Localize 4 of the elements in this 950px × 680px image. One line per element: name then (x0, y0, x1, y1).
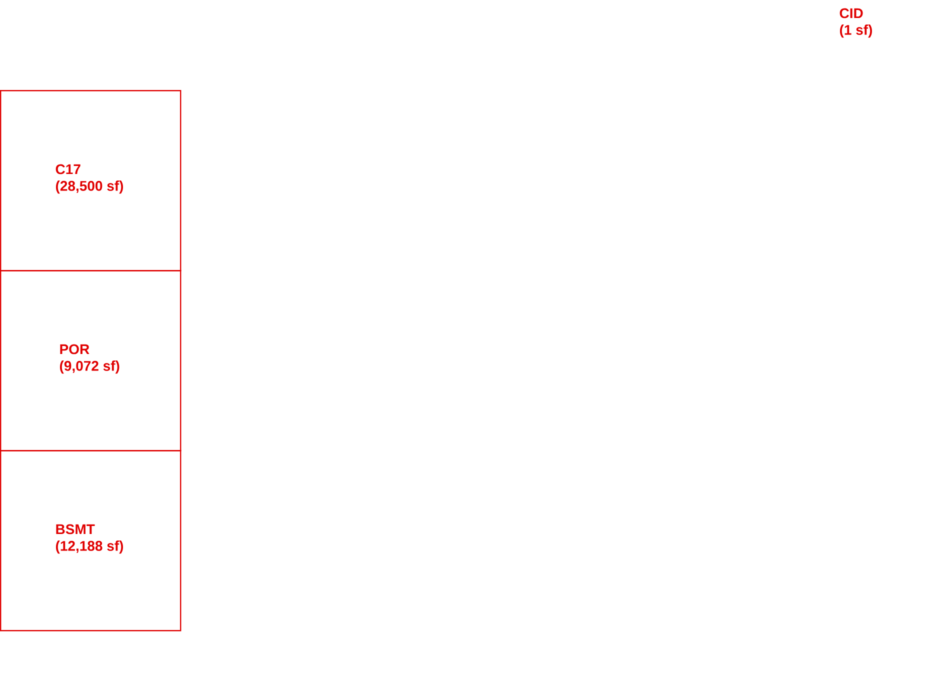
area-box: C17 (28,500 sf) (0, 90, 182, 272)
area-box: POR (9,072 sf) (0, 270, 182, 452)
area-label: CID (1 sf) (840, 8, 872, 38)
area-box: BSMT (12,188 sf) (0, 450, 182, 632)
